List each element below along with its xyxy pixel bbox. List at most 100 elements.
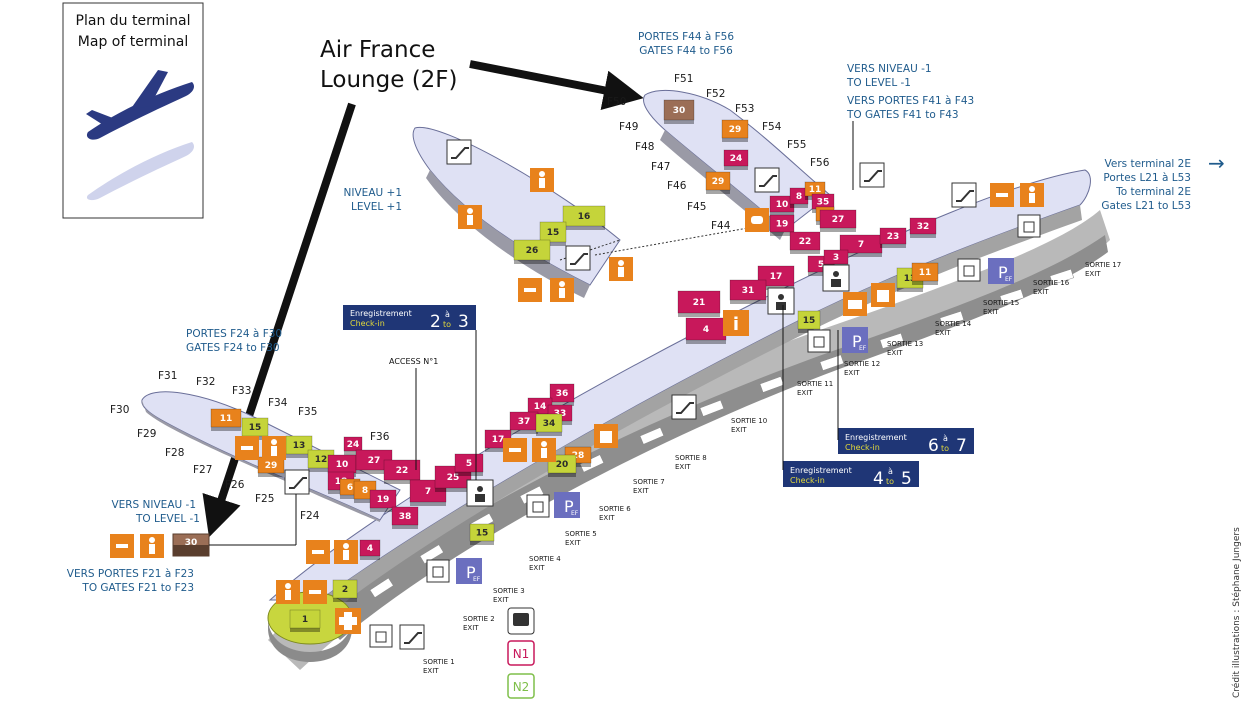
facility-block: 13 [285,435,313,458]
lounge-30-left: 30 [172,494,297,557]
facility-block: 19 [369,489,397,512]
block-label: 10 [776,200,789,210]
parking-icon: PEF [554,492,580,518]
svg-text:Check-in: Check-in [790,476,825,485]
block-label: 5 [466,459,472,469]
gate-label: F35 [298,406,317,418]
label-vers-portes-f41: VERS PORTES F41 à F43 [847,95,974,107]
svg-text:EF: EF [1005,276,1013,283]
block-label: 29 [729,125,742,135]
escalator-icon [284,469,310,495]
facility-block: 4 [685,317,727,344]
block-label: 8 [796,192,802,202]
svg-text:à: à [943,434,948,443]
exit-label-fr: SORTIE 14 [935,320,972,328]
facility-block: 23 [879,227,907,248]
elevator-icon [526,494,550,518]
gate-label: F27 [193,464,212,476]
label-terminal2e-fr: Vers terminal 2E [1105,158,1191,170]
callout-arrow-top [469,60,644,111]
exit-label-fr: SORTIE 15 [983,299,1019,307]
facility-block: 29 [721,119,749,142]
svg-text:Enregistrement: Enregistrement [350,309,412,318]
toilets-icon [140,534,164,558]
facility-block: 22 [383,459,421,484]
block-label: 7 [858,240,864,250]
exit-label-fr: SORTIE 11 [797,380,833,388]
block-label: 13 [293,441,306,451]
svg-text:EF: EF [859,345,867,352]
games-icon [745,208,769,232]
police-icon [466,479,494,507]
baby-change-icon [110,534,134,558]
callout-line2: Lounge (2F) [320,67,458,93]
facility-block: 22 [789,231,821,254]
gate-label: F47 [651,161,670,173]
elevator-icon [369,624,393,648]
block-label: 22 [799,237,812,247]
block-label: 27 [832,215,845,225]
n2-badge: N2 [507,673,535,699]
svg-text:EF: EF [473,576,481,583]
block-label: 11 [919,268,932,278]
block-label: 20 [556,460,569,470]
label-vers-portes-f21: VERS PORTES F21 à F23 [67,568,194,580]
svg-text:P: P [466,563,476,582]
escalator-icon [951,182,977,208]
exit-label-en: EXIT [565,539,581,547]
gate-label: F30 [110,404,129,416]
exit-label-fr: SORTIE 6 [599,505,631,513]
exit-label-en: EXIT [493,596,509,604]
label-niveau-plus1: NIVEAU +1 [344,187,402,199]
baby-change-icon [518,278,542,302]
block-label: 11 [809,185,822,195]
gate-label: F34 [268,397,288,409]
police-icon [767,287,795,315]
parking-badges: PEF PEF PEF PEF N1 N2 [456,258,1014,699]
gate-label: F48 [635,141,654,153]
facility-block: 11 [210,408,242,431]
escalator-icon [446,139,472,165]
checkin-box-2-3: Enregistrement Check-in 2 à to 3 [343,305,477,480]
escalator-icon [859,162,885,188]
baby-change-icon [503,438,527,462]
block-label: 27 [368,456,381,466]
facility-block: 34 [535,413,563,436]
svg-text:to: to [443,320,451,329]
block-label: 15 [803,316,816,326]
label-access: ACCESS N°1 [389,357,438,366]
svg-text:N2: N2 [513,680,530,694]
label-gates-f44: GATES F44 to F56 [639,45,733,57]
facility-block: 16 [562,205,606,230]
label-to-gates-f21: TO GATES F21 to F23 [81,582,194,594]
exit-label-en: EXIT [844,369,860,377]
svg-text:to: to [941,444,949,453]
block-label: 24 [730,154,743,164]
baby-change-icon [990,183,1014,207]
facility-block: 15 [469,523,495,545]
block-label: 17 [770,272,783,282]
exit-label-fr: SORTIE 7 [633,478,665,486]
facility-block: 26 [513,239,551,264]
legend-title-fr: Plan du terminal [76,13,191,29]
svg-text:6: 6 [928,436,939,456]
facility-block: 38 [391,506,419,529]
facility-block: 36 [549,383,575,406]
gate-label: F50 [607,96,626,108]
exit-label-fr: SORTIE 13 [887,340,923,348]
block-label: 22 [396,466,409,476]
block-label: 30 [185,538,198,548]
svg-text:to: to [886,477,894,486]
parking-icon: PEF [456,558,482,584]
block-label: 12 [315,455,328,465]
block-label: 38 [399,512,412,522]
elevator-icon [807,329,831,353]
exit-label-fr: SORTIE 3 [493,587,525,595]
facility-block: 27 [819,209,857,232]
exit-label-fr: SORTIE 5 [565,530,597,538]
